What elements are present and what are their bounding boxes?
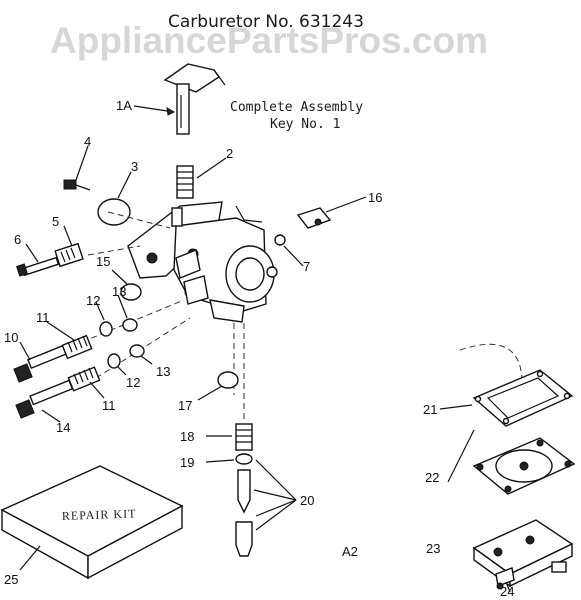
callout-15: 15 (96, 254, 110, 269)
part-23-pump-cover (472, 519, 574, 588)
assembly-note-line1: Complete Assembly (230, 100, 363, 115)
leader-12b (117, 366, 127, 376)
leader-21 (439, 404, 473, 410)
callout-14: 14 (56, 420, 70, 435)
leader-25 (19, 545, 41, 571)
leader-24 (505, 581, 511, 593)
leader-20c (255, 499, 297, 517)
callout-5: 5 (52, 214, 59, 229)
leader-11a (46, 321, 75, 341)
callout-23: 23 (426, 541, 440, 556)
leader-11b (89, 381, 105, 399)
part-16-fuel-fitting (296, 207, 332, 229)
leader-19 (205, 459, 235, 463)
callout-13-upper: 13 (112, 284, 126, 299)
leader-20b (253, 489, 297, 501)
part-14-mixture-needle (15, 366, 101, 419)
carburetor-body (127, 201, 278, 323)
guide-line-pump (459, 343, 523, 381)
repair-kit-label: REPAIR KIT (62, 506, 137, 523)
part-3-throttle-plate (97, 198, 131, 226)
part-18-spring (235, 423, 253, 451)
callout-11-lower: 11 (102, 398, 116, 413)
assembly-note-line2: Key No. 1 (270, 117, 340, 132)
part-7-plug (274, 234, 286, 246)
callout-19: 19 (180, 455, 194, 470)
callout-3: 3 (131, 159, 138, 174)
callout-2: 2 (226, 146, 233, 161)
part-19-gasket (235, 453, 253, 465)
callout-20: 20 (300, 493, 314, 508)
leader-7 (283, 245, 304, 267)
leader-13b (140, 355, 153, 365)
part-15-welch-plug (120, 283, 142, 301)
leader-5 (63, 225, 73, 247)
part-20-bowl-stem (235, 469, 253, 557)
part-22-pump-diaphragm (472, 437, 576, 495)
leader-3 (117, 171, 132, 199)
callout-11-upper: 11 (36, 310, 50, 325)
diagram-title: Carburetor No. 631243 (168, 12, 364, 32)
callout-10: 10 (4, 330, 18, 345)
part-12-washer-b (107, 353, 121, 369)
callout-24: 24 (500, 584, 514, 599)
callout-6: 6 (14, 232, 21, 247)
leader-12a (95, 301, 105, 321)
callout-4: 4 (84, 134, 91, 149)
part-13-o-ring-b (129, 344, 145, 358)
part-25-repair-kit: REPAIR KIT (0, 465, 184, 580)
part-21-pump-gasket (472, 369, 574, 427)
leader-20a (255, 459, 297, 501)
part-2-spring (176, 165, 194, 199)
callout-17: 17 (178, 398, 192, 413)
leader-15 (111, 269, 128, 285)
callout-13-lower: 13 (156, 364, 170, 379)
leader-4 (75, 145, 89, 181)
leader-22 (447, 429, 475, 483)
leader-2 (196, 157, 227, 179)
diagram-code: A2 (342, 544, 358, 559)
leader-6 (25, 243, 39, 263)
part-1a-throttle-shaft (163, 63, 226, 135)
leader-14 (41, 409, 61, 423)
part-5-idle-spring (54, 242, 84, 268)
callout-12-upper: 12 (86, 293, 100, 308)
leader-16 (325, 196, 367, 213)
part-6-idle-screw (16, 256, 60, 277)
callout-18: 18 (180, 429, 194, 444)
leader-10 (19, 341, 31, 361)
leader-20d (255, 499, 297, 531)
callout-21: 21 (423, 402, 437, 417)
callout-16: 16 (368, 190, 382, 205)
guide-line-plate (107, 211, 171, 229)
part-17-plug (217, 371, 239, 389)
callout-22: 22 (425, 470, 439, 485)
callout-25: 25 (4, 572, 18, 587)
guide-line-idle (87, 245, 141, 256)
part-10-mixture-needle (13, 334, 93, 383)
arrow-1a (166, 107, 176, 116)
part-13-o-ring-a (122, 318, 138, 332)
callout-7: 7 (303, 259, 310, 274)
part-24-pump-fitting (495, 567, 515, 590)
callout-12-lower: 12 (126, 375, 140, 390)
leader-17 (197, 385, 223, 401)
leader-13a (117, 294, 128, 319)
callout-1a: 1A (116, 98, 132, 113)
part-4-screw (63, 179, 91, 191)
watermark: AppliancePartsPros.com (50, 20, 488, 61)
part-12-washer-a (99, 321, 113, 337)
